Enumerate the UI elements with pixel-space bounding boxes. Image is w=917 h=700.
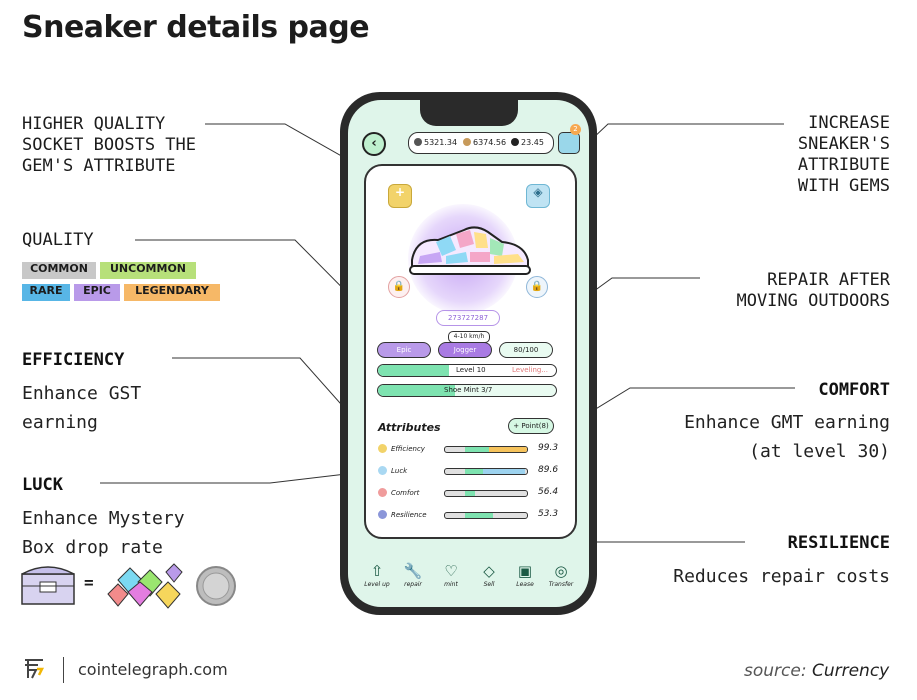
balance-2: 6374.56 (473, 138, 507, 147)
top-bar: ‹ 5321.34 6374.56 23.45 2 (358, 124, 581, 156)
sneaker-image (409, 226, 531, 275)
durability-pill[interactable]: 80/100 (499, 342, 553, 358)
plus-icon: + (394, 185, 406, 199)
calendar-icon: ▣ (517, 562, 533, 580)
page-title: Sneaker details page (22, 10, 370, 45)
attribute-bar (444, 490, 528, 497)
attribute-value: 53.3 (538, 509, 559, 519)
attribute-row-efficiency: Efficiency 99.3 (378, 442, 564, 456)
level-progress (378, 365, 450, 376)
equals-sign: = (84, 573, 94, 592)
attribute-row-luck: Luck 89.6 (378, 464, 564, 478)
socket-gem-slot[interactable]: + (388, 184, 412, 208)
wrench-icon: 🔧 (403, 562, 423, 580)
nav-mint[interactable]: ♡mint (433, 562, 469, 588)
quality-tag-epic: EPIC (74, 284, 120, 301)
phone-screen: ‹ 5321.34 6374.56 23.45 2 + ◈ (348, 100, 589, 607)
level-text: Level 10 (456, 366, 486, 374)
phone-notch (420, 100, 518, 126)
gmt-coin-icon (463, 138, 471, 146)
tag-icon: ◇ (483, 562, 495, 580)
attribute-value: 99.3 (538, 443, 559, 453)
quality-caption: QUALITY (22, 230, 94, 250)
quality-tag-legendary: LEGENDARY (124, 284, 220, 301)
nav-repair[interactable]: 🔧repair (395, 562, 431, 588)
quality-tag-uncommon: UNCOMMON (100, 262, 196, 279)
attribute-row-comfort: Comfort 56.4 (378, 486, 564, 500)
nav-sell[interactable]: ◇Sell (471, 562, 507, 588)
coin-icon (196, 566, 236, 606)
shoe-mint-text: Shoe Mint 3/7 (444, 386, 493, 394)
globe-icon: ◎ (554, 562, 568, 580)
attribute-name: Luck (391, 467, 408, 475)
attribute-bar (444, 446, 528, 453)
quality-tag-common: COMMON (22, 262, 96, 279)
gems-caption: INCREASE SNEAKER'S ATTRIBUTE WITH GEMS (797, 113, 890, 196)
attribute-value: 89.6 (538, 465, 559, 475)
heart-icon: ♡ (444, 562, 458, 580)
attributes-heading: Attributes (378, 421, 441, 434)
quality-tag-rare: RARE (22, 284, 70, 301)
efficiency-description: Enhance GST earning (22, 383, 142, 433)
level-up-icon: ⇧ (370, 562, 384, 580)
comfort-icon (378, 488, 387, 497)
shoe-mint-bar: Shoe Mint 3/7 (377, 384, 557, 397)
bottom-nav: ⇧Level up 🔧repair ♡mint ◇Sell ▣Lease ◎Tr… (355, 562, 583, 602)
efficiency-icon (378, 444, 387, 453)
sol-coin-icon (511, 138, 519, 146)
attribute-name: Efficiency (391, 445, 425, 453)
socket-caption: HIGHER QUALITY SOCKET BOOSTS THE GEM'S A… (22, 114, 196, 176)
luck-icon (378, 466, 387, 475)
nav-level-up[interactable]: ⇧Level up (359, 562, 395, 588)
attribute-bar (444, 468, 528, 475)
gems-icon (107, 563, 183, 609)
cointelegraph-logo-icon (25, 659, 45, 679)
attribute-name: Comfort (391, 489, 420, 497)
back-arrow-icon: ‹ (371, 136, 377, 151)
gem-socket-slot[interactable]: ◈ (526, 184, 550, 208)
resilience-description: Reduces repair costs (673, 566, 890, 587)
lock-icon[interactable]: 🔒 (388, 276, 410, 298)
comfort-description: Enhance GMT earning (at level 30) (684, 412, 890, 462)
balance-3: 23.45 (521, 138, 544, 147)
attribute-row-resilience: Resilience 53.3 (378, 508, 564, 522)
leveling-text: Leveling... (512, 366, 548, 374)
notification-badge: 2 (570, 124, 581, 135)
attribute-bar (444, 512, 528, 519)
footer-site: cointelegraph.com (78, 660, 228, 679)
quality-pill: Epic (377, 342, 431, 358)
luck-heading: LUCK (22, 475, 63, 495)
nav-transfer[interactable]: ◎Transfer (543, 562, 579, 588)
footer-divider (63, 657, 64, 683)
sneaker-id: 273727287 (436, 310, 500, 326)
attribute-name: Resilience (391, 511, 427, 519)
mystery-box-illustration (21, 563, 236, 609)
resilience-icon (378, 510, 387, 519)
shoe-mint-progress (378, 385, 455, 396)
wallet-button[interactable] (558, 132, 580, 154)
resilience-heading: RESILIENCE (787, 533, 890, 553)
efficiency-heading: EFFICIENCY (22, 350, 125, 370)
level-bar: Level 10 Leveling... (377, 364, 557, 377)
sneaker-card: + ◈ 🔒 🔒 273727287 4-10 km/h Epic Jogger … (364, 164, 577, 539)
balance-bar: 5321.34 6374.56 23.45 (408, 132, 554, 154)
phone-mockup: ‹ 5321.34 6374.56 23.45 2 + ◈ (340, 92, 597, 615)
attribute-value: 56.4 (538, 487, 559, 497)
gem-icon: ◈ (533, 185, 543, 199)
balance-1: 5321.34 (424, 138, 458, 147)
lock-icon[interactable]: 🔒 (526, 276, 548, 298)
repair-caption: REPAIR AFTER MOVING OUTDOORS (736, 270, 890, 311)
comfort-heading: COMFORT (818, 380, 890, 400)
gst-coin-icon (414, 138, 422, 146)
line-luck (100, 469, 381, 484)
add-point-button[interactable]: + Point(8) (508, 418, 554, 434)
back-button[interactable]: ‹ (362, 132, 386, 156)
mystery-box-icon (21, 566, 75, 605)
luck-description: Enhance Mystery Box drop rate (22, 508, 185, 558)
type-pill: Jogger (438, 342, 492, 358)
source-credit: source: Currency (744, 661, 890, 681)
nav-lease[interactable]: ▣Lease (507, 562, 543, 588)
